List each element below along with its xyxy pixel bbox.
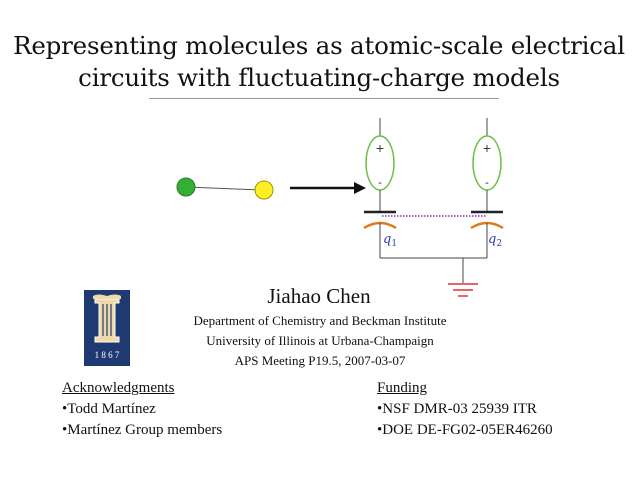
molecule-bond	[185, 186, 264, 191]
plus-label-1: +	[375, 142, 384, 155]
title-underline-rule	[149, 98, 499, 99]
minus-label-2: -	[485, 176, 489, 189]
atom-yellow	[254, 180, 274, 200]
q1-label: q1	[383, 232, 397, 249]
slide-title: Representing molecules as atomic-scale e…	[0, 30, 638, 94]
funding-heading: Funding	[377, 380, 428, 396]
funding-item: NSF DMR-03 25939 ITR	[377, 399, 553, 420]
title-line-2: circuits with fluctuating-charge models	[78, 63, 560, 92]
meeting-info: APS Meeting P19.5, 2007-03-07	[234, 353, 406, 368]
funding-section: Funding NSF DMR-03 25939 ITR DOE DE-FG02…	[377, 378, 553, 441]
university-logo: 1 8 6 7	[84, 290, 130, 366]
plus-label-2: +	[482, 142, 491, 155]
q2-label: q2	[488, 232, 502, 249]
arrow-head-icon	[354, 182, 366, 194]
minus-label-1: -	[378, 176, 382, 189]
funding-item: DOE DE-FG02-05ER46260	[377, 420, 552, 441]
affiliation-line-2: University of Illinois at Urbana-Champai…	[206, 333, 434, 348]
acknowledgments-heading: Acknowledgments	[62, 380, 175, 396]
acknowledgment-item: Martínez Group members	[62, 420, 222, 441]
logo-year: 1 8 6 7	[95, 350, 120, 360]
ground-icon	[448, 283, 478, 297]
affiliation-line-1: Department of Chemistry and Beckman Inst…	[193, 313, 447, 328]
acknowledgment-item: Todd Martínez	[62, 399, 222, 420]
acknowledgments-section: Acknowledgments Todd Martínez Martínez G…	[62, 378, 222, 441]
author-name: Jiahao Chen	[267, 284, 371, 308]
title-line-1: Representing molecules as atomic-scale e…	[13, 31, 625, 60]
atom-green	[176, 177, 196, 197]
